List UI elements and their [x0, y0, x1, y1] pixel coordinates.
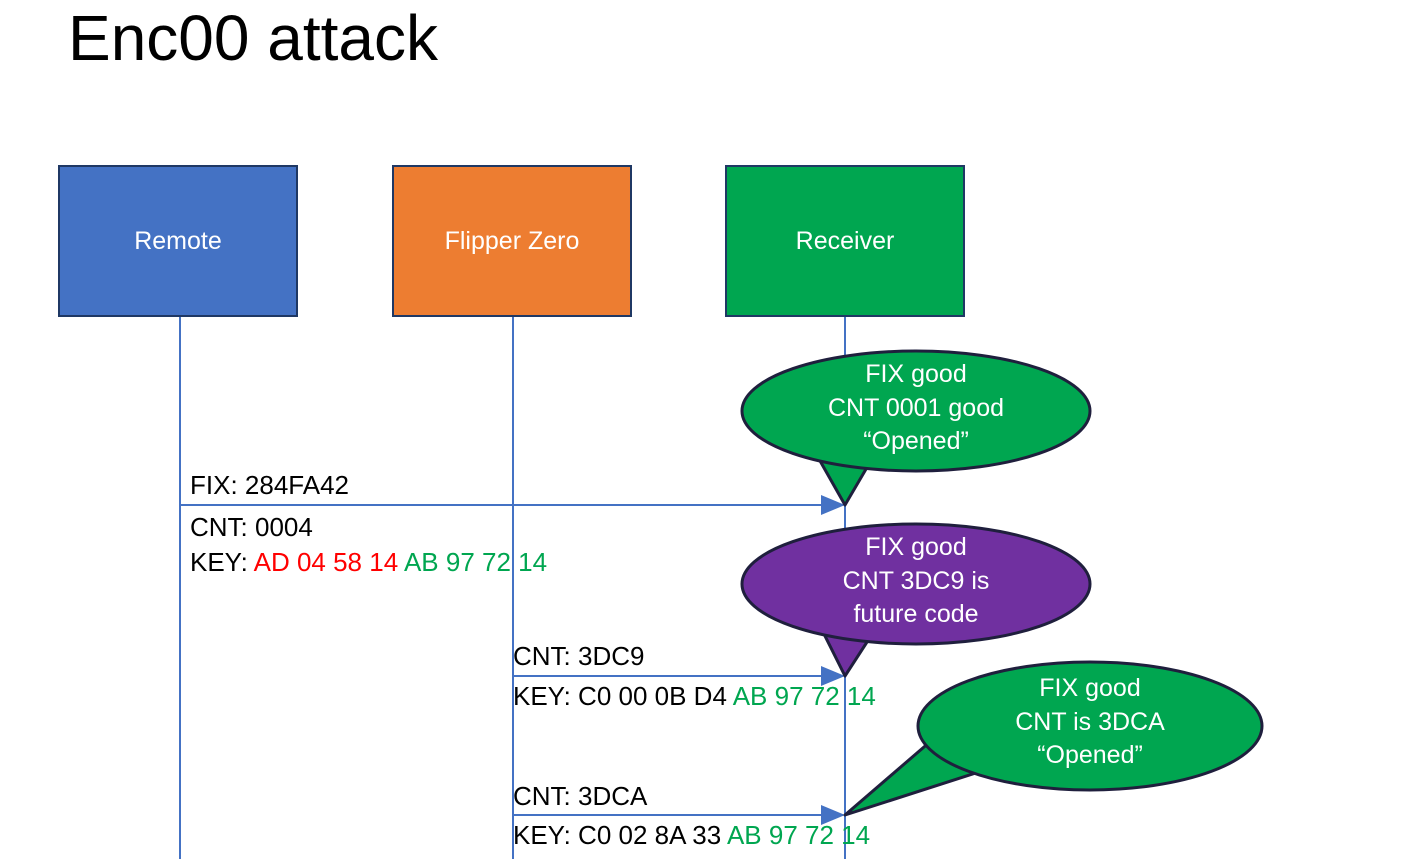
- message-label-key-3: KEY: C0 02 8A 33 AB 97 72 14: [513, 820, 870, 852]
- message-cnt-3dc9-text: CNT: 3DC9: [513, 641, 645, 671]
- actor-box-flipper[interactable]: Flipper Zero: [392, 165, 632, 317]
- callout-shape-3: [843, 660, 1264, 817]
- message-cnt-3dca-text: CNT: 3DCA: [513, 781, 648, 811]
- page-title: Enc00 attack: [68, 2, 438, 74]
- actor-box-remote[interactable]: Remote: [58, 165, 298, 317]
- callout-shape-2: [740, 522, 1092, 678]
- message-label-key-2: KEY: C0 00 0B D4 AB 97 72 14: [513, 681, 876, 713]
- key-1-prefix: KEY:: [190, 547, 254, 577]
- key-2-green-bytes: AB 97 72 14: [732, 681, 876, 711]
- message-cnt-0004-text: CNT: 0004: [190, 512, 313, 542]
- key-1-green-bytes: AB 97 72 14: [403, 547, 548, 577]
- actor-label-flipper: Flipper Zero: [444, 226, 580, 255]
- key-1-red-bytes: AD 04 58 14: [253, 547, 404, 577]
- actor-label-remote: Remote: [134, 226, 222, 255]
- message-label-cnt-0004: CNT: 0004: [190, 512, 313, 544]
- key-2-prefix: KEY:: [513, 681, 579, 711]
- key-3-prefix: KEY:: [513, 820, 579, 850]
- message-label-key-1: KEY: AD 04 58 14 AB 97 72 14: [190, 547, 547, 579]
- message-fix-text: FIX: 284FA42: [190, 470, 349, 500]
- message-label-cnt-3dc9: CNT: 3DC9: [513, 641, 644, 673]
- key-2-black-bytes: C0 00 0B D4: [578, 681, 733, 711]
- message-label-fix: FIX: 284FA42: [190, 470, 349, 502]
- key-3-green-bytes: AB 97 72 14: [726, 820, 871, 850]
- key-3-black-bytes: C0 02 8A 33: [578, 820, 727, 850]
- message-label-cnt-3dca: CNT: 3DCA: [513, 781, 647, 813]
- actor-label-receiver: Receiver: [795, 226, 895, 255]
- callout-shape-1: [740, 349, 1092, 507]
- actor-box-receiver[interactable]: Receiver: [725, 165, 965, 317]
